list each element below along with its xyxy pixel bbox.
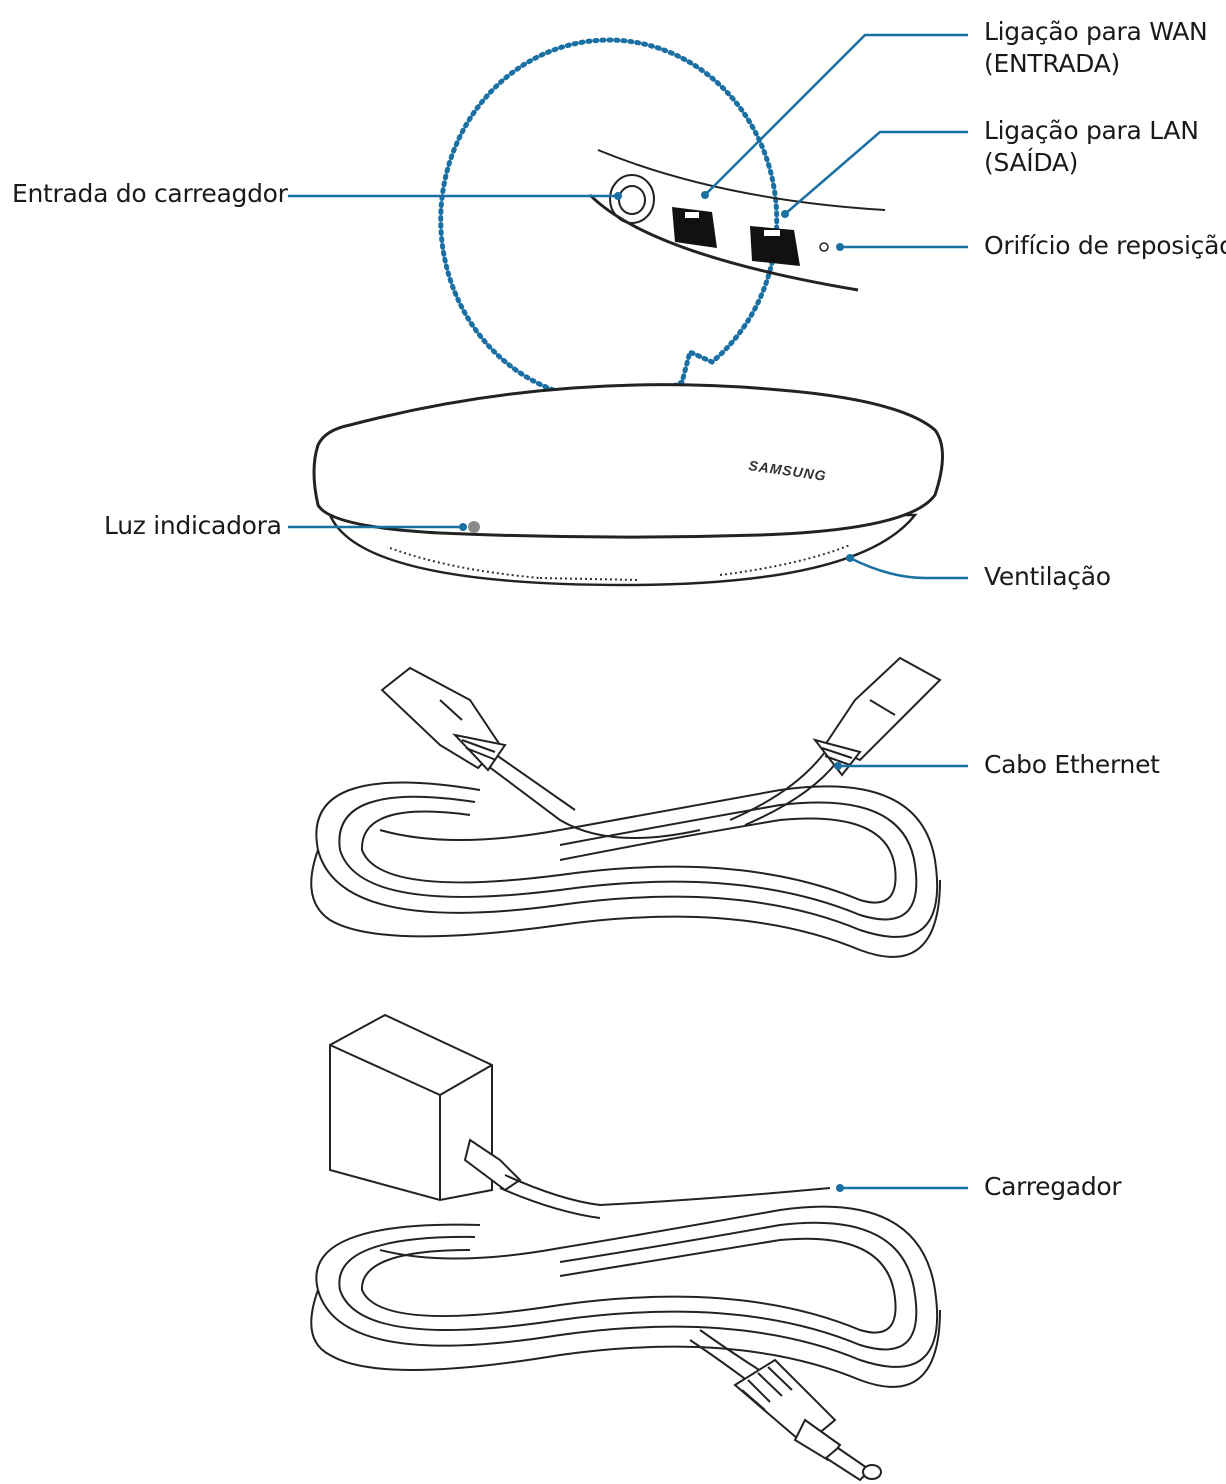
label-ethernet: Cabo Ethernet (984, 750, 1160, 779)
power-adapter-icon (329, 1013, 522, 1202)
label-wan-line2: (ENTRADA) (984, 49, 1120, 78)
leader-vent (849, 556, 968, 580)
leader-lines (288, 33, 968, 1192)
reset-hole-icon (819, 242, 829, 252)
label-charger: Carregador (984, 1172, 1122, 1201)
dc-plug-icon (733, 1358, 882, 1482)
zoom-circle-outline (438, 37, 780, 403)
wan-port-icon (672, 207, 717, 248)
leader-wan (704, 33, 968, 196)
dc-jack-icon (609, 174, 655, 224)
label-reset: Orifício de reposição (984, 231, 1226, 260)
charger (310, 1013, 941, 1482)
label-vent: Ventilação (984, 562, 1111, 591)
zoom-device-top-edge (597, 149, 886, 211)
label-lan-line1: Ligação para LAN (984, 116, 1199, 145)
hub-device: SAMSUNG (312, 383, 944, 587)
port-zoom-callout (438, 37, 886, 403)
vent-slots (389, 544, 851, 581)
ethernet-cable (310, 656, 942, 958)
label-lan: Ligação para LAN (SAÍDA) (984, 115, 1199, 179)
zoom-device-bottom-edge (588, 193, 859, 292)
lan-port-icon (750, 226, 800, 266)
label-lan-line2: (SAÍDA) (984, 148, 1079, 177)
rj45-plug-right-icon (812, 656, 942, 777)
label-wan-line1: Ligação para WAN (984, 17, 1208, 46)
hub-body (312, 383, 944, 539)
label-wan: Ligação para WAN (ENTRADA) (984, 16, 1208, 80)
leader-lan (784, 130, 968, 215)
rj45-plug-left-icon (380, 666, 507, 772)
indicator-led-icon (468, 521, 480, 533)
label-indicator: Luz indicadora (104, 511, 282, 540)
label-charger-port: Entrada do carreagdor (12, 179, 288, 208)
